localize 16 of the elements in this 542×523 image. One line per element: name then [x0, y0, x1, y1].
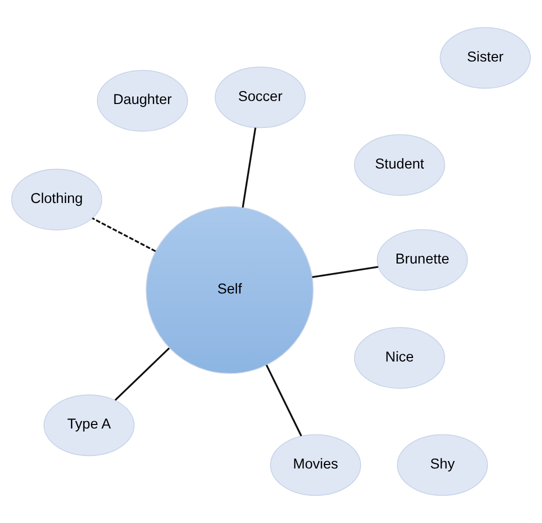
connector	[312, 266, 378, 278]
node-ellipse: Shy	[396, 434, 488, 496]
node-ellipse: Nice	[354, 327, 446, 389]
node-ellipse: Clothing	[11, 168, 102, 230]
node-circle: Self	[146, 206, 314, 374]
node-ellipse: Student	[354, 134, 446, 196]
connector	[114, 348, 170, 401]
node-ellipse: Movies	[270, 434, 362, 496]
node-ellipse: Soccer	[214, 66, 306, 128]
node-ellipse: Daughter	[96, 70, 188, 132]
node-ellipse: Sister	[440, 27, 531, 89]
connector	[242, 128, 256, 208]
connector	[266, 364, 302, 436]
connector	[92, 217, 156, 252]
node-ellipse: Brunette	[376, 229, 468, 291]
node-ellipse: Type A	[44, 394, 135, 456]
